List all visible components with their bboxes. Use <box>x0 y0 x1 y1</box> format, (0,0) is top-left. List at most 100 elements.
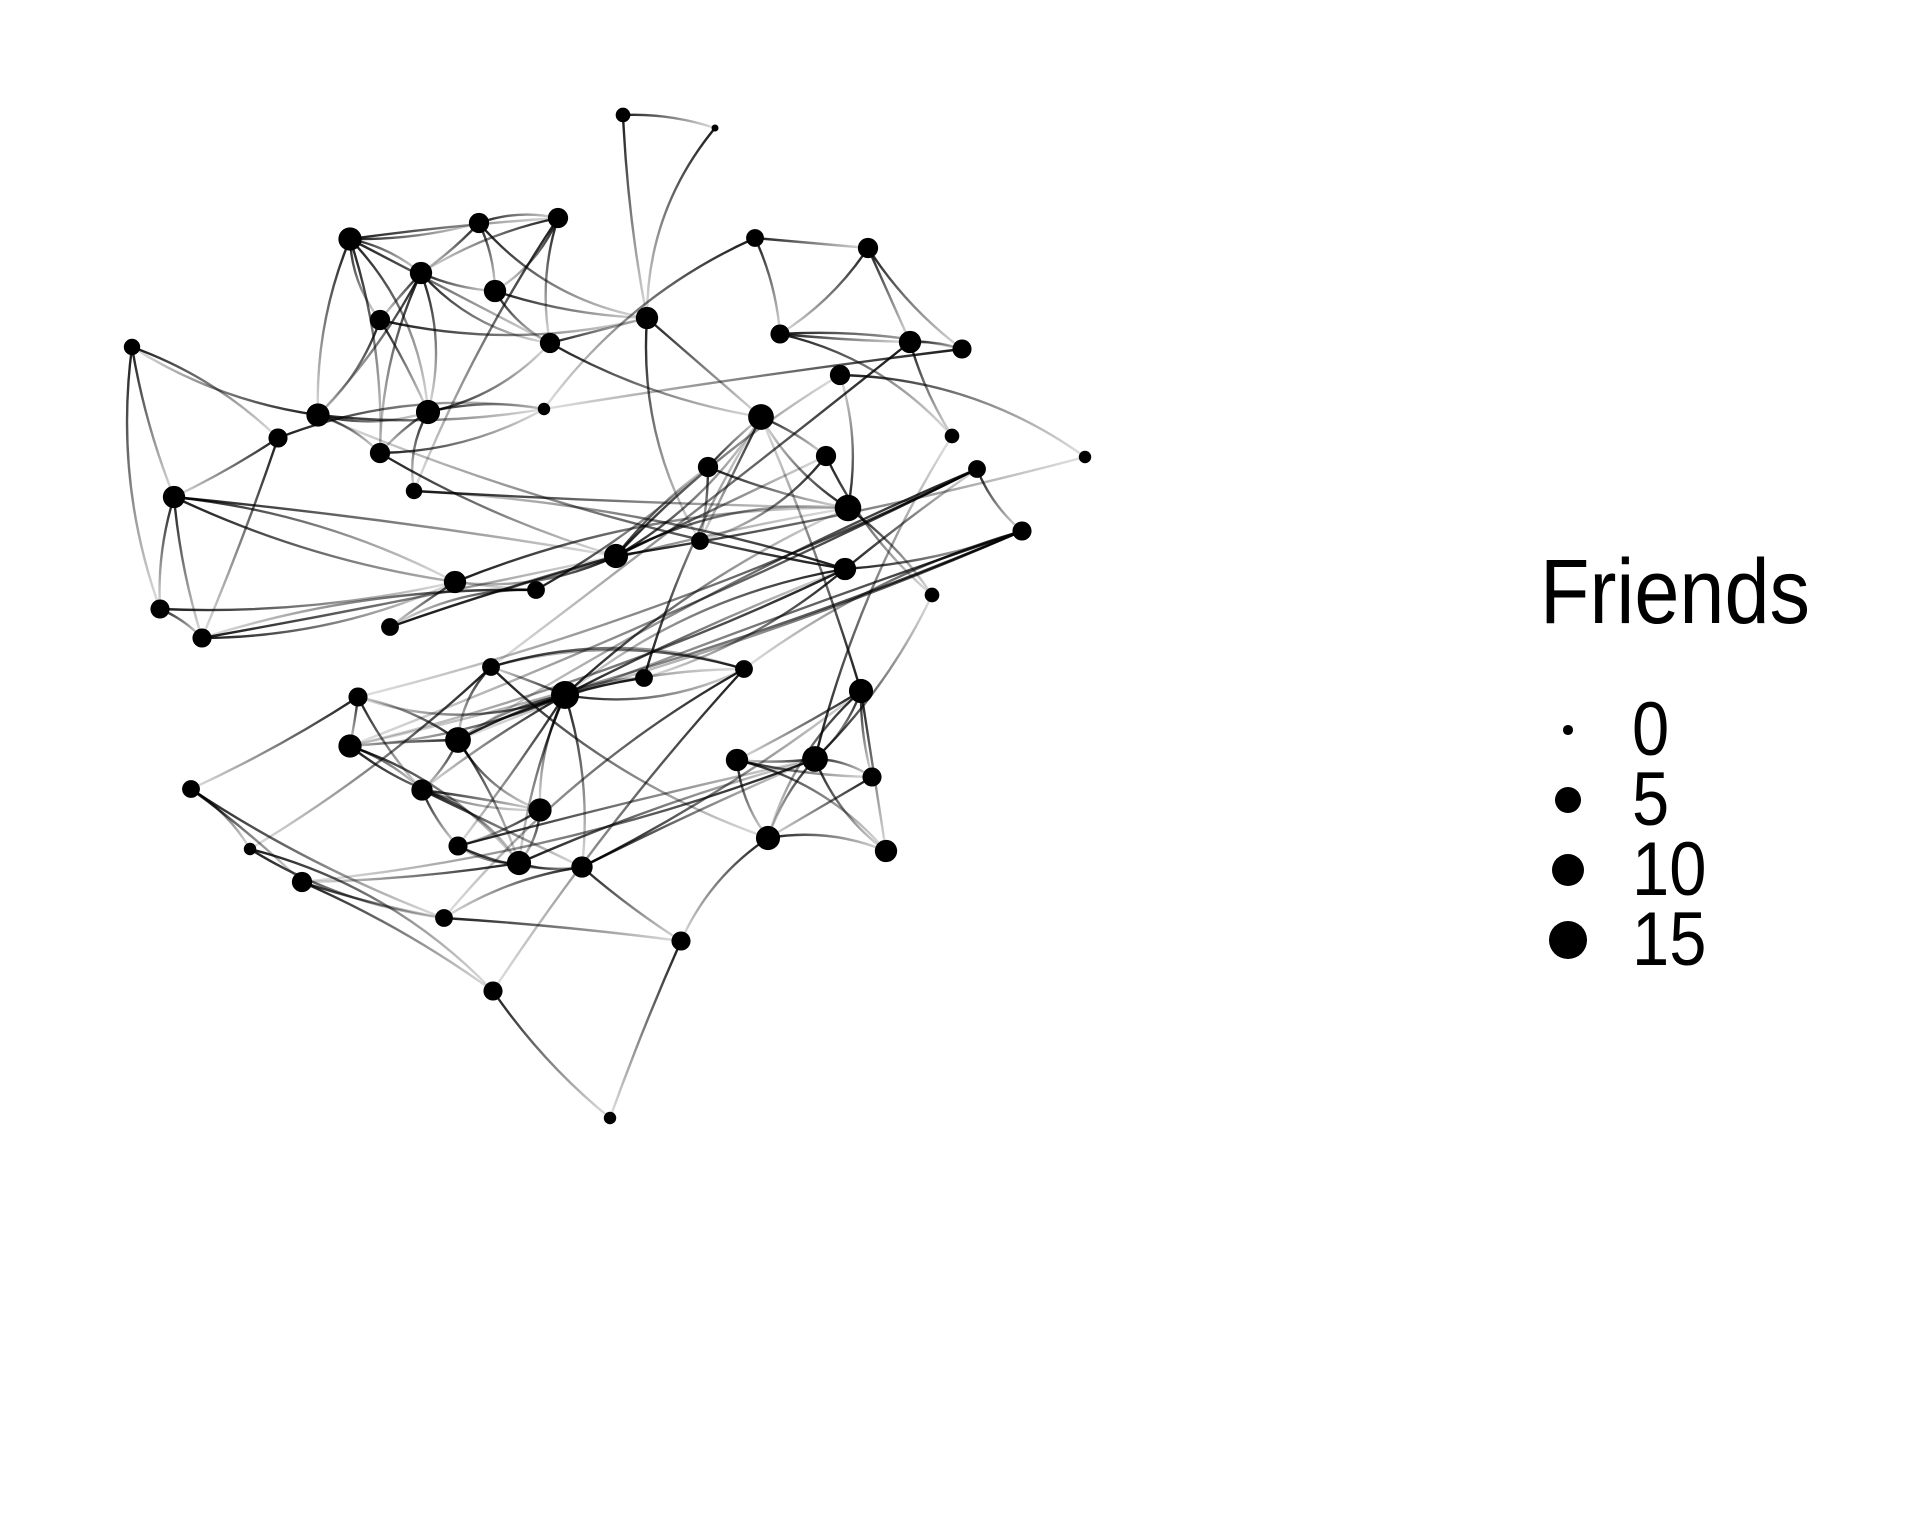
edge-n26-n27 <box>759 416 849 510</box>
node-n54 <box>848 678 874 704</box>
node-n9 <box>539 332 561 354</box>
edge-n9-n27 <box>549 341 762 419</box>
edge-n42-n51 <box>517 694 567 864</box>
edge-n16-n18 <box>130 346 176 498</box>
edge-n6-n12 <box>378 272 423 454</box>
node-n2 <box>711 124 719 132</box>
edge-n26-n29 <box>838 374 855 509</box>
edge-n6-n9 <box>420 272 551 345</box>
node-n33 <box>746 229 764 247</box>
edge-n20-n22 <box>201 580 456 640</box>
node-n63 <box>483 981 503 1001</box>
node-n44 <box>482 658 500 676</box>
edge-n45-n50 <box>457 667 745 742</box>
edge-n55-n38 <box>813 435 954 760</box>
node-n37 <box>952 339 972 359</box>
edge-n11-n9 <box>427 342 551 414</box>
edge-n33-n35 <box>753 237 782 335</box>
node-n58 <box>755 825 781 851</box>
node-n14 <box>537 402 551 416</box>
edge-n18-n23 <box>173 495 537 592</box>
edge-n5-n6 <box>420 216 559 275</box>
legend-label-15: 15 <box>1632 897 1707 982</box>
edge-n42-n26 <box>564 506 849 696</box>
edge-n34-n35 <box>779 247 870 336</box>
node-n56 <box>725 748 749 772</box>
edge-n37-n14 <box>543 347 963 411</box>
edge-n33-n14 <box>543 236 756 410</box>
node-n10 <box>306 403 330 427</box>
node-n61 <box>291 871 313 893</box>
node-n15 <box>405 482 423 500</box>
node-n25 <box>697 456 719 478</box>
edge-n56-n64 <box>736 758 887 852</box>
edge-n3-n9 <box>349 237 551 345</box>
node-n21 <box>603 543 629 569</box>
node-n60 <box>243 842 257 856</box>
edge-n50-n44 <box>490 648 745 671</box>
edge-n42-n48 <box>421 693 566 791</box>
edge-n53-n65 <box>581 866 682 943</box>
node-n62 <box>435 909 453 927</box>
edge-n34-n37 <box>866 247 963 350</box>
edge-n42-n39 <box>564 567 846 697</box>
legend-item-10: 10 <box>1540 827 1870 912</box>
node-n5 <box>547 207 569 229</box>
edge-n50-n62 <box>443 667 745 919</box>
node-n13 <box>635 306 659 330</box>
node-n52 <box>448 836 468 856</box>
legend-label-5: 5 <box>1632 757 1670 842</box>
node-n64 <box>874 839 898 863</box>
edge-n61-n62 <box>301 880 445 920</box>
legend-title: Friends <box>1540 541 1810 643</box>
edge-n22-n26 <box>454 506 849 584</box>
node-n49 <box>528 798 552 822</box>
edge-n35-n36 <box>779 332 911 344</box>
edge-n51-n55 <box>518 757 816 865</box>
node-n66 <box>603 1111 617 1125</box>
node-n30 <box>1078 450 1092 464</box>
edge-n41-n47 <box>349 529 1023 748</box>
node-n27 <box>748 404 774 430</box>
node-n24 <box>381 618 399 636</box>
edge-n55-n61 <box>301 757 816 884</box>
edge-n27-n31 <box>698 416 763 542</box>
node-n22 <box>443 570 467 594</box>
edge-n63-n66 <box>492 990 611 1119</box>
edge-n7-n13 <box>379 316 648 337</box>
node-n46 <box>348 687 368 707</box>
edge-n18-n19 <box>158 496 176 610</box>
node-n50 <box>735 660 753 678</box>
edge-n5-n15 <box>412 217 559 492</box>
edge-n13-n31 <box>644 317 702 542</box>
edge-n13-n27 <box>646 317 762 418</box>
node-n3 <box>338 227 362 251</box>
edge-n62-n65 <box>443 916 682 943</box>
node-n12 <box>369 442 391 464</box>
edge-n59-n62 <box>190 787 445 920</box>
edge-n28-n31 <box>699 455 827 543</box>
legend-label-0: 0 <box>1632 687 1670 772</box>
edge-n54-n27 <box>759 416 863 692</box>
edge-n23-n20 <box>201 588 537 640</box>
legend-label-10: 10 <box>1632 827 1707 912</box>
edge-n29-n30 <box>839 373 1086 458</box>
edge-n18-n20 <box>172 496 204 639</box>
node-n34 <box>857 237 879 259</box>
node-n48 <box>411 779 433 801</box>
node-n47 <box>338 734 362 758</box>
edge-n39-n42 <box>564 567 846 696</box>
edge-n5-n9 <box>544 217 560 344</box>
node-n28 <box>815 445 837 467</box>
edge-n16-n19 <box>125 346 162 610</box>
edge-n3-n10 <box>316 238 352 416</box>
node-n59 <box>182 780 200 798</box>
node-n38 <box>944 428 960 444</box>
edge-n7-n10 <box>317 319 382 416</box>
node-n18 <box>162 485 186 509</box>
edge-n6-n11 <box>419 272 438 413</box>
node-n45 <box>445 727 471 753</box>
node-n35 <box>770 324 790 344</box>
legend-item-0: 0 <box>1540 687 1870 772</box>
node-n65 <box>671 931 691 951</box>
